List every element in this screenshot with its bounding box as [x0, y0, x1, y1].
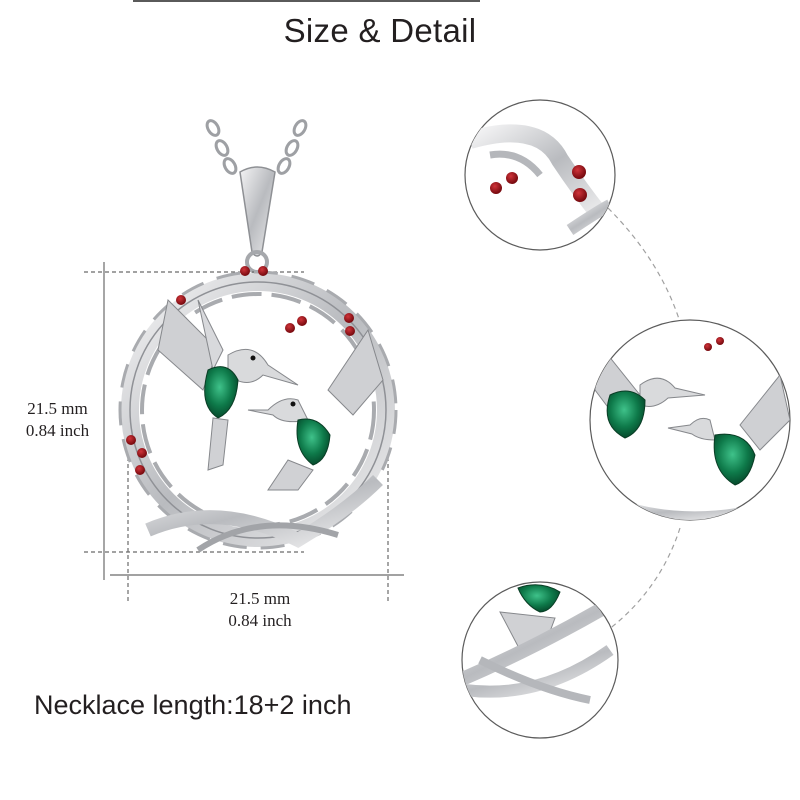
detail-circle-top: [464, 99, 616, 251]
top-divider: [133, 0, 480, 2]
chain-icon: [205, 119, 308, 175]
connector-line-bottom: [607, 527, 681, 631]
berries-icon: [126, 266, 355, 475]
height-inch: 0.84 inch: [25, 421, 90, 440]
hummingbird-right-icon: [247, 328, 384, 491]
width-dimension-label: 21.5 mm 0.84 inch: [210, 588, 310, 632]
page-title: Size & Detail: [283, 12, 477, 49]
height-mm: 21.5 mm: [27, 399, 88, 418]
connector-line-top: [607, 207, 681, 323]
hummingbird-left-icon: [157, 298, 299, 471]
bail-icon: [239, 166, 276, 257]
necklace-length-label: Necklace length:18+2 inch: [34, 690, 352, 720]
detail-circle-middle: [589, 319, 791, 521]
width-mm: 21.5 mm: [229, 589, 291, 608]
detail-circle-bottom: [461, 581, 619, 739]
height-dimension-label: 21.5 mm 0.84 inch: [10, 398, 105, 442]
width-inch: 0.84 inch: [228, 611, 292, 630]
pendant-main: [118, 266, 398, 553]
